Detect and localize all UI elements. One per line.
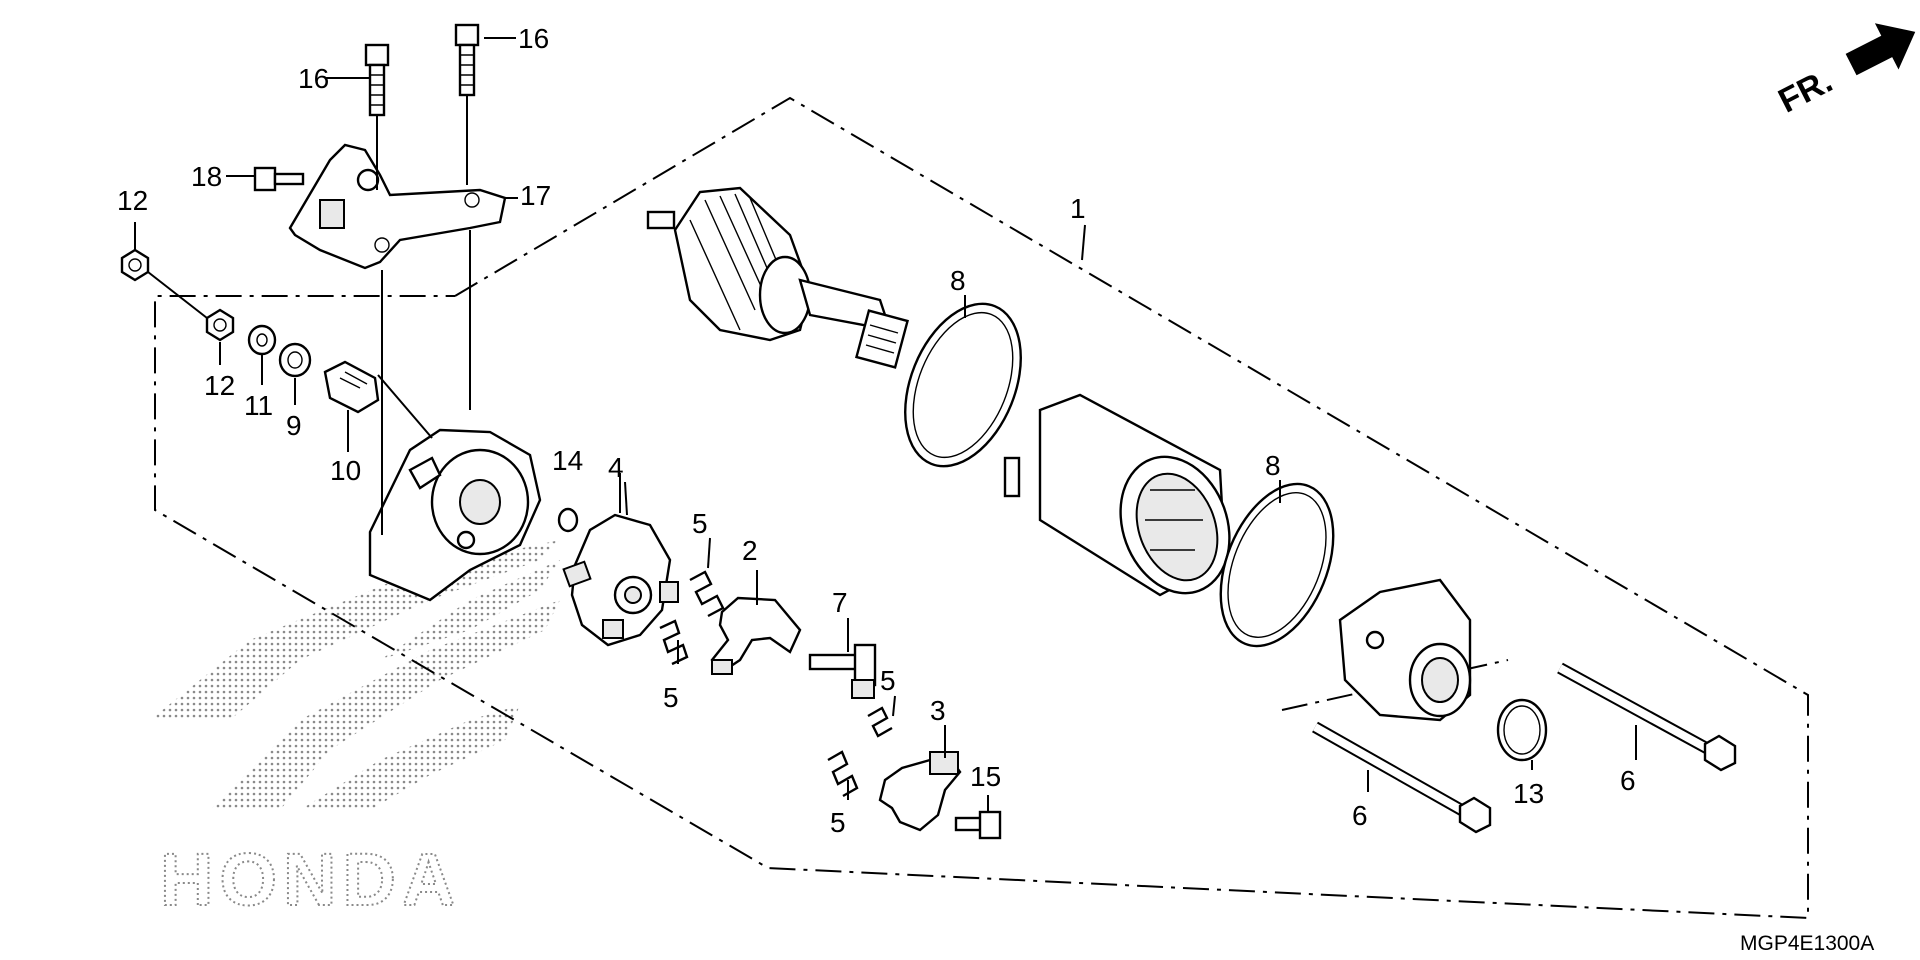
direction-arrow-icon: [1845, 23, 1916, 76]
motor-case: [1003, 393, 1231, 597]
callout-2: 2: [742, 535, 758, 566]
callout-16-left: 16: [298, 63, 329, 94]
terminal-insulator-10: [323, 360, 380, 414]
callout-3: 3: [930, 695, 946, 726]
o-ring-13: [1496, 698, 1548, 762]
drawing-code: MGP4E1300A: [1740, 932, 1874, 955]
callout-17: 17: [520, 180, 551, 211]
long-bolt-6-lower: [1312, 721, 1492, 834]
insulator-9: [278, 342, 312, 378]
callout-12-lower: 12: [204, 370, 235, 401]
brush-2: [710, 596, 802, 675]
svg-text:HONDA: HONDA: [160, 838, 461, 921]
callout-14: 14: [552, 445, 583, 476]
callout-6-upper: 6: [1620, 765, 1636, 796]
honda-wing-watermark: [150, 540, 560, 810]
svg-text:FR.: FR.: [1773, 62, 1839, 121]
armature: [646, 186, 909, 369]
callout-11: 11: [244, 390, 273, 421]
nut-12-top: [120, 248, 150, 282]
callout-9: 9: [286, 410, 302, 441]
callout-labels: 1 2 3 4 5 5 5 5 6 6 7 8 8 9 10 11 12 12 …: [117, 23, 1636, 838]
callout-5-c: 5: [880, 665, 896, 696]
callout-18: 18: [191, 161, 222, 192]
callout-7: 7: [832, 587, 848, 618]
honda-logo-watermark: HONDA: [159, 837, 461, 922]
spring-5-a: [689, 570, 725, 618]
callout-5-d: 5: [830, 807, 846, 838]
brush-holder: [562, 513, 679, 647]
callout-8-upper: 8: [950, 265, 966, 296]
bolt-16-left: [364, 43, 390, 117]
spring-5-c: [867, 706, 893, 738]
leader-lines: [134, 37, 1637, 812]
rear-cover: [368, 428, 542, 602]
nut-12-lower: [205, 308, 235, 342]
callout-8-lower: 8: [1265, 450, 1281, 481]
callout-15: 15: [970, 761, 1001, 792]
callout-6-lower: 6: [1352, 800, 1368, 831]
bolt-18: [253, 166, 305, 192]
spring-5-d: [827, 750, 859, 798]
washer-11: [247, 324, 277, 356]
o-ring-8-upper: [904, 302, 1022, 468]
brush-3: [878, 751, 962, 832]
callout-5-a: 5: [692, 508, 708, 539]
long-bolt-6-upper: [1557, 662, 1737, 772]
spring-5-b: [659, 619, 689, 666]
callout-4: 4: [608, 452, 624, 483]
callout-13: 13: [1513, 778, 1544, 809]
o-ring-8-lower: [1219, 482, 1335, 648]
terminal-bolt-7: [808, 643, 877, 699]
bolt-16-right: [454, 23, 480, 97]
bracket: [288, 143, 507, 270]
front-cover: [1338, 578, 1472, 722]
callout-12-top: 12: [117, 185, 148, 216]
callout-5-b: 5: [663, 682, 679, 713]
callout-1: 1: [1070, 193, 1086, 224]
callout-10: 10: [330, 455, 361, 486]
front-direction-indicator: FR.: [1773, 23, 1916, 121]
callout-16-right: 16: [518, 23, 549, 54]
bolt-15: [954, 810, 1002, 840]
o-ring-14: [557, 507, 579, 533]
